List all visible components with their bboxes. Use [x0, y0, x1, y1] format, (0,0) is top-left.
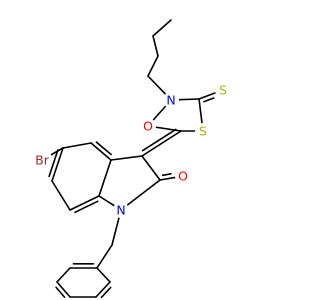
bond-c3a-c4a-double	[95, 141, 112, 156]
atom-Br: Br	[32, 150, 52, 170]
bond-cb1-n1	[147, 75, 167, 95]
atom-label-S1: S	[199, 124, 207, 139]
bond-ph4-ph5	[56, 281, 71, 298]
bond-c5a-br	[50, 147, 64, 156]
bond-c2-s2	[198, 92, 217, 100]
bond-c6-c7	[51, 180, 71, 211]
bond-cb4-cb3	[152, 19, 172, 37]
bond-cb2-cb1	[147, 55, 159, 77]
bond-c5a-c6-double	[48, 149, 59, 178]
atom-O1: O	[140, 118, 156, 134]
bond-ph2-ph3	[95, 281, 111, 298]
atom-label-layer: O N S S Br O N	[32, 82, 231, 218]
bond-c2-n1	[178, 98, 200, 101]
bond-n2-ch2	[111, 216, 120, 246]
atom-S2: S	[215, 82, 231, 98]
atom-label-Br: Br	[35, 153, 50, 168]
bond-ph5-ph6	[56, 267, 71, 283]
bond-c5-c3-double	[141, 128, 177, 152]
bond-c2i-o2-double	[161, 173, 172, 177]
bond-ph1-ph2	[96, 267, 111, 283]
bond-c3a-c4a	[90, 142, 112, 161]
atom-label-S2: S	[219, 83, 227, 98]
atom-label-O1: O	[143, 119, 153, 134]
bond-c3-c3a	[110, 155, 143, 161]
bond-c5a-c6	[51, 147, 64, 182]
bond-c2i-o2	[159, 176, 176, 181]
bond-c7-c7a	[69, 195, 100, 211]
atom-label-N1: N	[166, 93, 175, 108]
bond-ph2-ph3-double	[100, 286, 112, 299]
atom-N1: N	[163, 92, 179, 108]
atom-label-N2: N	[116, 203, 125, 218]
atom-N2: N	[113, 202, 129, 218]
bond-s1-c2	[198, 98, 203, 124]
molecule-structure: O N S S Br O N	[32, 19, 231, 299]
bond-cb3-cb2	[152, 35, 159, 57]
bond-n2-c2i	[126, 179, 161, 206]
bond-c7a-n2	[98, 195, 116, 207]
bond-ch2-ph1	[96, 244, 113, 269]
bond-c3a-c7a	[98, 159, 112, 197]
atom-label-O2: O	[178, 169, 188, 184]
bond-layer	[48, 19, 217, 299]
atom-S1: S	[195, 123, 211, 139]
bond-c7-c7a-double	[74, 200, 99, 214]
bond-c2i-c3	[141, 155, 161, 181]
atom-O2: O	[175, 168, 191, 184]
bond-c5-c3	[141, 130, 182, 157]
bond-c4a-c5a	[62, 142, 92, 149]
bond-c2-s2-double	[203, 97, 215, 103]
bond-ph4-ph5-double	[55, 286, 66, 298]
